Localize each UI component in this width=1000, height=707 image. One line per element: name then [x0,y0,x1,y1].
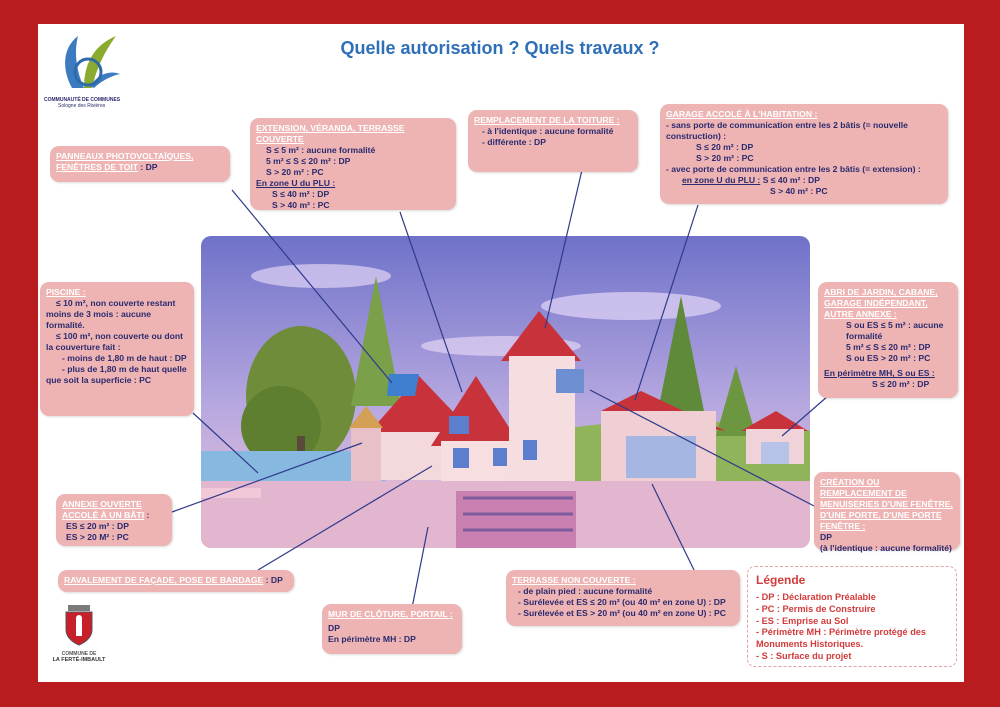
box-annexe-tail: : [144,510,150,520]
box-extension-line: 5 m² ≤ S ≤ 20 m² : DP [266,156,351,166]
box-annexe-header: Annexe ouverte accolé à un bâti [62,499,145,520]
box-ravalement-header: Ravalement de façade, pose de bardage [64,575,264,585]
box-abri-mh: En périmètre MH, S ou ES : [824,368,935,378]
box-extension-zone: En zone U du PLU : [256,178,336,188]
box-abri-line: S ou ES ≤ 5 m² : aucune formalité [846,320,944,341]
coat-of-arms-icon [65,605,93,646]
box-terrasse-header: Terrasse non couverte : [512,575,636,585]
box-garage-zone: en zone U du PLU : [682,175,761,185]
box-abri-line: S ou ES > 20 m² : PC [846,353,931,363]
box-annexe-line: ES ≤ 20 m² : DP [66,521,129,531]
box-terrasse-line: - Surélevée et ES > 20 m² (ou 40 m² en z… [518,608,726,618]
box-toiture-header: Remplacement de la toiture : [474,115,620,125]
connector-terrasse [651,483,695,571]
connector-extension [399,211,463,393]
leaf-logo-icon [65,36,120,88]
box-panneaux-header: Panneaux photovoltaïques, fenêtres de to… [56,151,194,172]
legend-item: - ES : Emprise au Sol [756,615,849,626]
connector-piscine [192,412,259,474]
box-garage-header: Garage accolé à l'habitation : [666,109,818,119]
legend-title: Légende [756,573,806,587]
box-menuiseries-line: DP [820,532,832,542]
legend: Légende - DP : Déclaration Préalable - P… [747,566,957,667]
box-piscine-line3: - moins de 1,80 m de haut : DP [62,353,187,363]
box-terrasse-line: - Surélevée et ES ≤ 20 m² (ou 40 m² en z… [518,597,726,607]
box-menuiseries-header: Création ou remplacement de menuiseries … [820,477,953,531]
box-ravalement-tail: : DP [263,575,283,585]
box-mur: Mur de clôture, portail : DP En périmètr… [322,604,462,654]
box-extension-zone-line: S > 40 m² : PC [272,200,330,210]
legend-item: - PC : Permis de Construire [756,603,876,614]
connector-toiture [544,169,583,329]
box-annexe: Annexe ouverte accolé à un bâti : ES ≤ 2… [56,494,172,546]
box-garage-line1: - sans porte de communication entre les … [666,120,908,141]
box-extension-line: S ≤ 5 m² : aucune formalité [266,145,376,155]
box-garage-line2: S ≤ 20 m² : DP [696,142,754,152]
box-piscine-header: Piscine : [46,287,86,297]
box-piscine: Piscine : ≤ 10 m², non couverte restant … [40,282,194,416]
box-panneaux: Panneaux photovoltaïques, fenêtres de to… [50,146,230,182]
commune-logo-line2: LA FERTÉ-IMBAULT [52,657,106,663]
box-extension: Extension, véranda, terrasse couverte S … [250,118,456,210]
box-piscine-line1: ≤ 10 m², non couverte restant moins de 3… [46,298,176,330]
connector-menuiseries [589,389,819,509]
box-garage-line5: S ≤ 40 m² : DP [762,175,820,185]
page-title: Quelle autorisation ? Quels travaux ? [340,38,660,58]
legend-item: - DP : Déclaration Préalable [756,591,876,602]
box-garage-line3: S > 20 m² : PC [696,153,754,163]
box-piscine-line4: - plus de 1,80 m de haut quelle que soit… [46,364,187,385]
communaute-logo: COMMUNAUTÉ DE COMMUNES Sologne des Riviè… [44,30,134,110]
box-extension-line: S > 20 m² : PC [266,167,324,177]
box-menuiseries-line: (à l'identique : aucune formalité) [820,543,952,553]
box-toiture-line: - différente : DP [482,137,546,147]
box-garage-line6: S > 40 m² : PC [770,186,828,196]
connector-mur [411,526,429,609]
box-abri-line: 5 m² ≤ S ≤ 20 m² : DP [846,342,931,352]
box-terrasse-line: - de plain pied : aucune formalité [518,586,653,596]
communaute-logo-line1: COMMUNAUTÉ DE COMMUNES [44,97,121,103]
box-extension-header: Extension, véranda, terrasse couverte [256,123,405,144]
box-garage-line4: - avec porte de communication entre les … [666,164,921,174]
box-menuiseries: Création ou remplacement de menuiseries … [814,472,960,553]
connector-annexe [171,442,363,513]
house-illustration [201,236,810,548]
communaute-logo-line2: Sologne des Rivières [58,103,106,109]
connector-ravalement [257,465,433,571]
box-ravalement: Ravalement de façade, pose de bardage : … [58,570,294,592]
box-panneaux-tail: : DP [137,162,158,172]
commune-logo-line1: COMMUNE DE [61,651,97,657]
connector-garage [634,204,699,401]
box-mur-line: DP [328,623,340,633]
commune-logo: COMMUNE DE LA FERTÉ-IMBAULT [44,604,114,666]
box-abri: Abri de jardin, cabane, garage indépenda… [818,282,958,398]
box-abri-header: Abri de jardin, cabane, garage indépenda… [824,287,938,319]
house-scene-image [201,236,810,548]
box-mur-header: Mur de clôture, portail : [328,609,453,619]
box-mur-line: En périmètre MH : DP [328,634,416,644]
box-garage: Garage accolé à l'habitation : - sans po… [660,104,948,204]
connector-abri [781,395,829,437]
box-abri-mh-line: S ≤ 20 m² : DP [872,379,930,389]
box-extension-zone-line: S ≤ 40 m² : DP [272,189,330,199]
connector-panneaux [231,189,393,384]
box-terrasse: Terrasse non couverte : - de plain pied … [506,570,740,626]
legend-item: - S : Surface du projet [756,651,852,662]
box-toiture-line: - à l'identique : aucune formalité [482,126,614,136]
legend-item: - Périmètre MH : Périmètre protégé des M… [756,627,927,650]
box-annexe-line: ES > 20 M² : PC [66,532,129,542]
box-toiture: Remplacement de la toiture : - à l'ident… [468,110,638,172]
box-piscine-line2: ≤ 100 m², non couverte ou dont la couver… [46,331,183,352]
